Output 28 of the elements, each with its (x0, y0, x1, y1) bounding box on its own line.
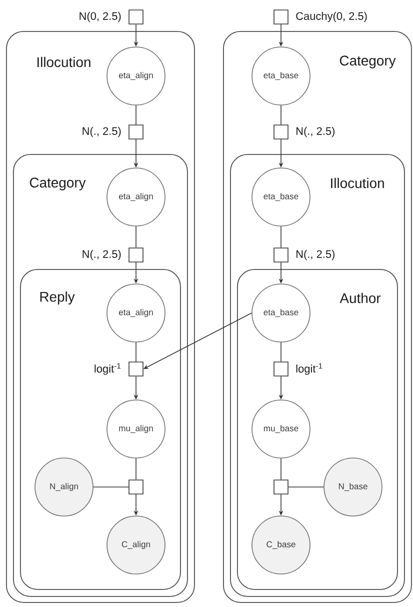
factor-label: logit$^{-1}$ (94, 363, 121, 375)
factor-label: N(., 2.5) (296, 126, 334, 138)
circle-node: C_base (252, 516, 310, 574)
circle-node: eta_base (252, 284, 310, 342)
circle-node: mu_align (106, 400, 166, 458)
circle-node: eta_align (106, 284, 166, 342)
circle-node: mu_base (252, 400, 310, 458)
circle-node: eta_align (106, 168, 166, 226)
connector-line (288, 486, 324, 488)
circle-node: eta_base (252, 46, 310, 106)
circle-node: N_base (324, 458, 382, 516)
connector-line (280, 342, 282, 362)
factor-label: N(0, 2.5) (80, 12, 121, 22)
circle-node: N_align (34, 458, 94, 516)
factor-label: N(., 2.5) (82, 126, 121, 138)
circle-node: C_align (106, 516, 166, 574)
circle-node: eta_align (106, 46, 166, 106)
factor-square (128, 480, 144, 494)
factor-label: Cauchy(0, 2.5) (296, 12, 367, 22)
factor-label: N(., 2.5) (82, 250, 121, 260)
circle-node: eta_base (252, 168, 310, 226)
connector-line (93, 486, 129, 488)
connector-line (280, 105, 282, 125)
factor-label: N(., 2.5) (296, 250, 334, 260)
connector-line (280, 226, 282, 248)
connector-line (280, 458, 282, 480)
factor-label: logit$^{-1}$ (296, 363, 322, 375)
factor-square (274, 480, 288, 494)
